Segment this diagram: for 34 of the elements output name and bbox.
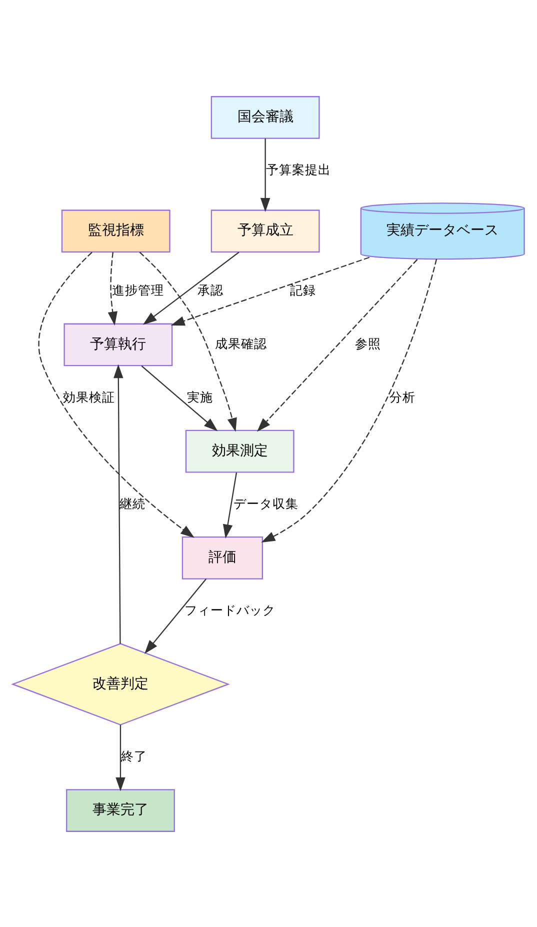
edge-label: 進捗管理 xyxy=(112,283,164,298)
arrow xyxy=(141,365,218,431)
edge-label: 参照 xyxy=(354,336,381,352)
edge-label: 記録 xyxy=(290,283,316,298)
arrow xyxy=(170,256,370,326)
node-box: 予算執行 xyxy=(64,322,173,366)
arrow xyxy=(144,578,206,654)
node-box: 評価 xyxy=(182,536,263,579)
edge-label: 分析 xyxy=(390,390,416,405)
arrow xyxy=(38,251,194,538)
edge-label: 継続 xyxy=(120,496,146,512)
arrow xyxy=(139,251,237,432)
arrow xyxy=(116,724,126,791)
arrow xyxy=(260,138,270,212)
arrow xyxy=(114,364,124,644)
edge-label: フィードバック xyxy=(184,602,276,618)
arrow xyxy=(108,252,118,326)
node-diamond: 改善判定 xyxy=(11,642,230,725)
node-box: 効果測定 xyxy=(185,429,294,472)
edge-label: 承認 xyxy=(197,283,224,298)
edge-label: 実施 xyxy=(186,390,213,405)
edge-label: 成果確認 xyxy=(214,336,267,352)
arrow xyxy=(142,251,240,324)
edge-label: 予算案提出 xyxy=(266,162,331,178)
node-box: 予算成立 xyxy=(210,209,320,252)
edge-label: 終了 xyxy=(120,748,147,764)
node-box: 事業完了 xyxy=(66,788,175,832)
edge-label: 効果検証 xyxy=(63,390,116,405)
edge-label: データ収集 xyxy=(233,496,298,512)
node-box: 監視指標 xyxy=(61,209,170,252)
arrow xyxy=(222,472,238,538)
arrow xyxy=(261,258,438,542)
node-box: 国会審議 xyxy=(210,96,320,138)
arrow xyxy=(257,258,418,432)
